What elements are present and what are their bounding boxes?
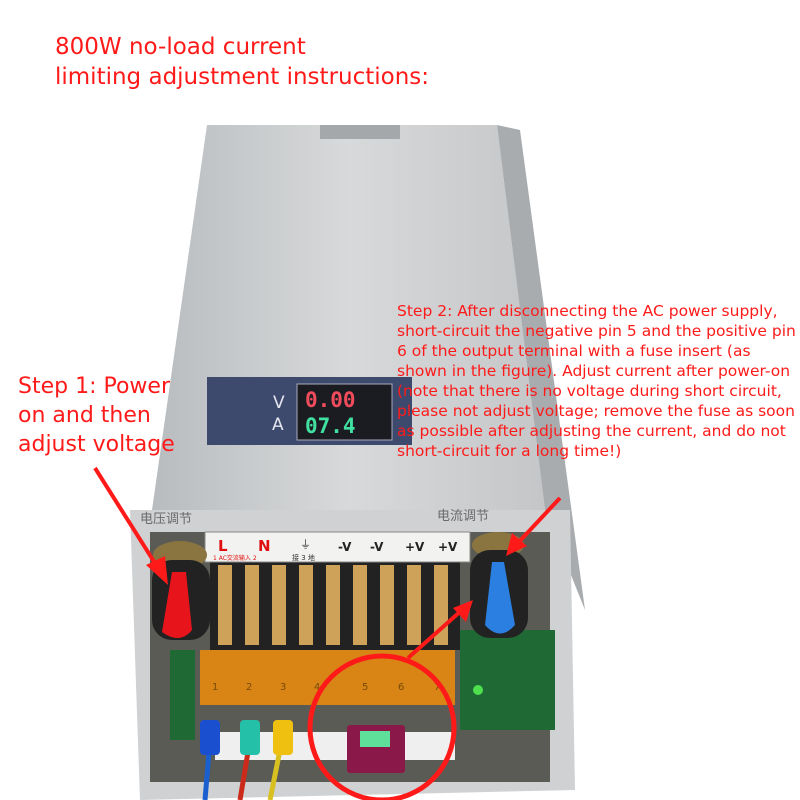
fuse-window: [360, 731, 390, 747]
title-line-2: limiting adjustment instructions:: [55, 64, 430, 90]
arrowhead-icon: [146, 556, 168, 585]
terminal-number: 7: [434, 682, 440, 693]
circle-to-knob-arrow: [406, 608, 464, 660]
terminal-neg-v-2: -V: [370, 540, 384, 554]
terminal-number: 3: [280, 682, 286, 693]
step1-line-2: on and then: [18, 403, 151, 428]
step1-line-3: adjust voltage: [18, 432, 175, 457]
pcb-left: [170, 650, 195, 740]
fuse-highlight-circle: [307, 653, 457, 800]
led-indicator: [473, 685, 483, 695]
voltage-knob[interactable]: [152, 541, 210, 640]
current-knob[interactable]: [470, 532, 528, 638]
arrowhead-icon: [506, 533, 527, 556]
terminal-number: 1: [212, 682, 218, 693]
step2-arrow: [514, 496, 562, 547]
arrowhead-icon: [453, 600, 473, 622]
pcb-right: [460, 630, 555, 730]
current-knob-pointer: [485, 562, 515, 634]
page-title: 800W no-load current limiting adjustment…: [55, 32, 429, 92]
ground-icon: ⏚: [300, 538, 311, 551]
current-readout: 07.4: [305, 414, 356, 438]
ac-input-label: 1 AC交流输入 2: [213, 554, 257, 562]
terminal-number: 2: [246, 682, 252, 693]
case-side: [497, 125, 585, 610]
voltage-readout: 0.00: [305, 388, 356, 412]
display-screen: [296, 383, 393, 441]
step1-instruction: Step 1: Power on and then adjust voltage: [18, 372, 175, 459]
heatsink-fins: [218, 565, 448, 645]
step1-arrow: [93, 466, 160, 570]
voltage-adjust-label: 电压调节: [140, 512, 192, 527]
current-unit-label: A: [272, 415, 284, 435]
terminal-pos-v-2: +V: [438, 540, 458, 554]
label-sticker: [320, 125, 400, 139]
voltage-knob-pointer: [162, 572, 192, 639]
terminal-label-strip: [204, 531, 471, 563]
terminal-pos-v-1: +V: [405, 540, 425, 554]
annotation-arrows: [93, 466, 562, 660]
voltage-unit-label: V: [273, 393, 285, 413]
ground-label: 接 3 地: [292, 553, 315, 562]
terminal-number: 6: [398, 682, 404, 693]
terminal-neg-v-1: -V: [338, 540, 352, 554]
title-line-1: 800W no-load current: [55, 34, 306, 60]
terminal-l-label: L: [218, 537, 228, 555]
wire-terminal-blue: [200, 720, 220, 755]
terminal-n-label: N: [258, 537, 271, 555]
step2-instruction: Step 2: After disconnecting the AC power…: [397, 302, 796, 460]
step1-line-1: Step 1: Power: [18, 374, 171, 399]
terminal-number: 4: [314, 682, 320, 693]
wire-terminal-teal: [240, 720, 260, 755]
current-adjust-label: 电流调节: [437, 509, 489, 524]
terminal-number: 5: [362, 682, 368, 693]
wire-terminal-yellow: [273, 720, 293, 755]
